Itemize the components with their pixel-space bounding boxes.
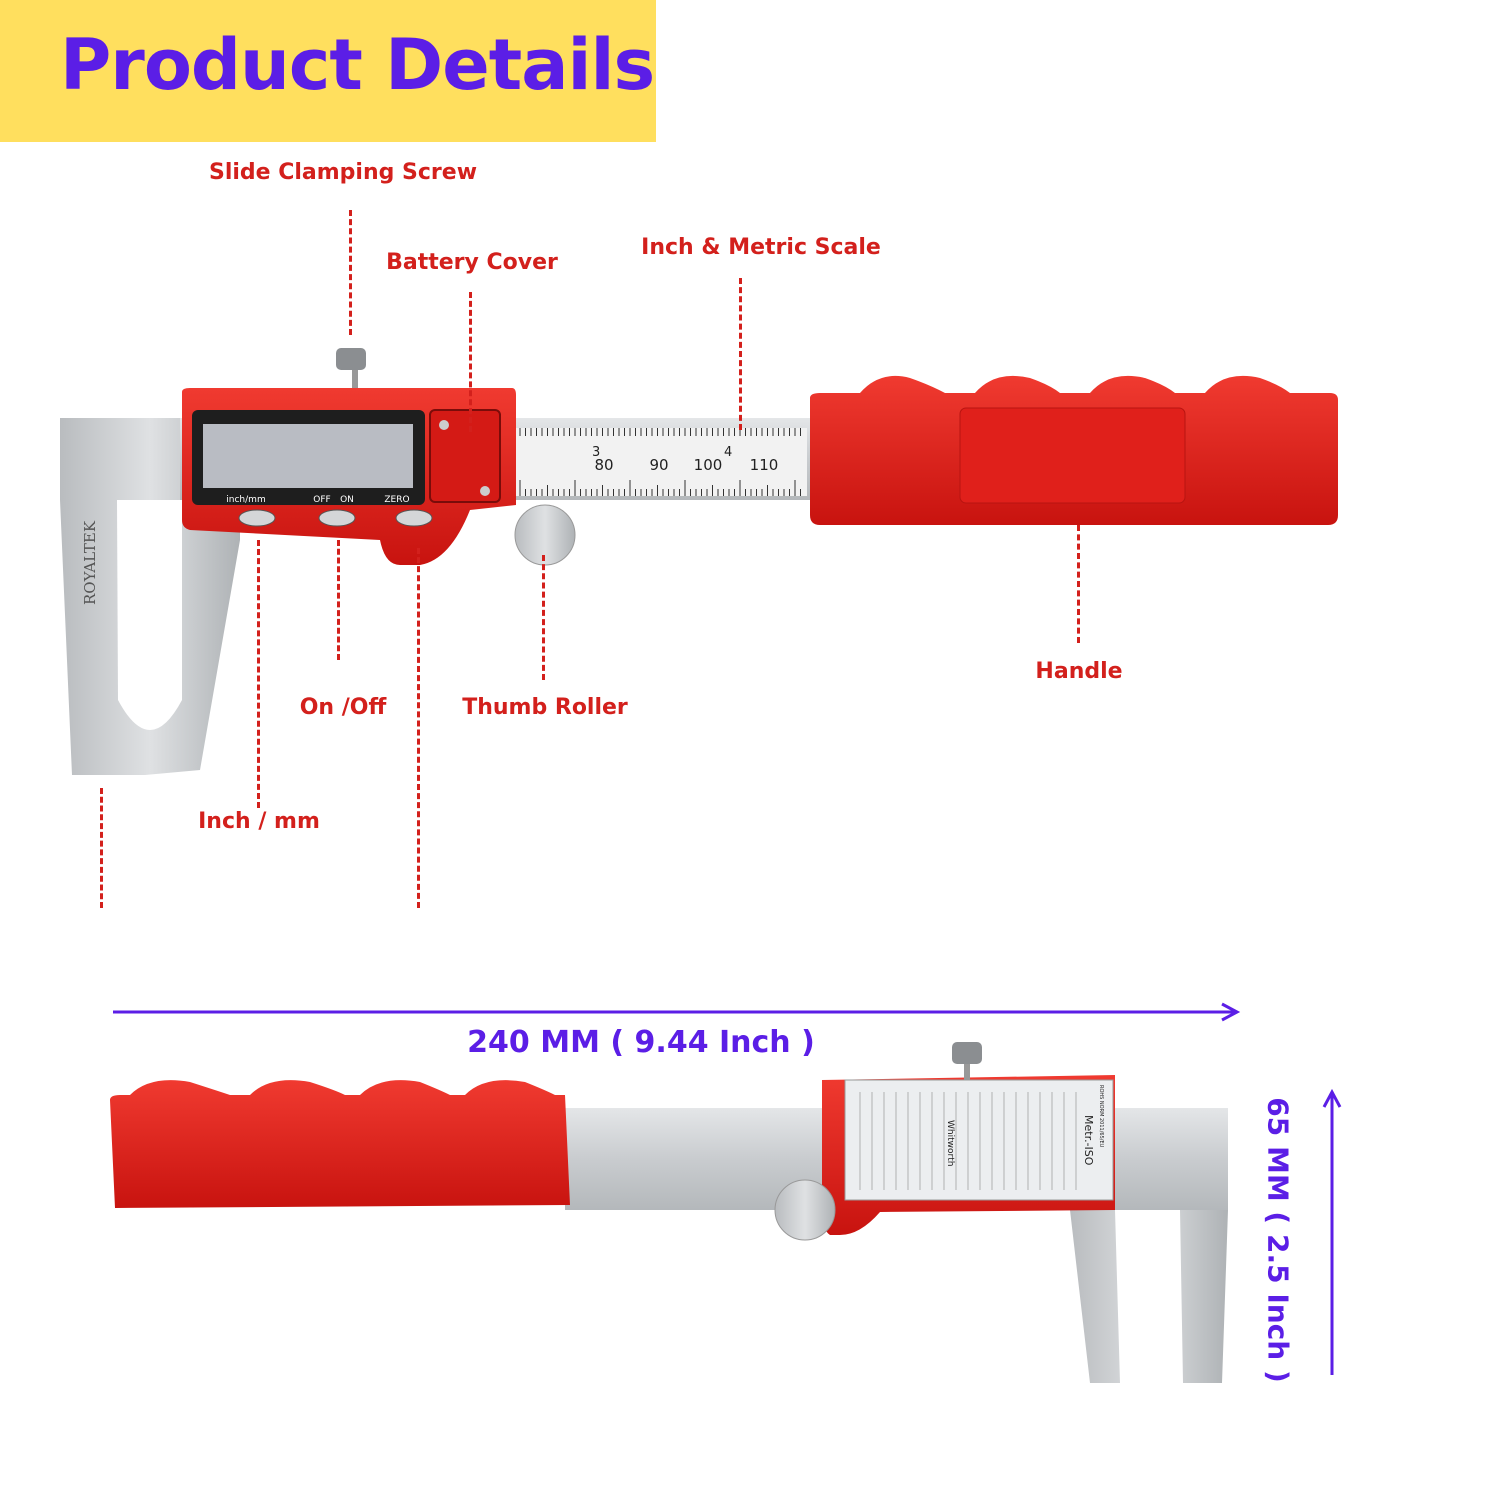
label-slide-clamping-screw: Slide Clamping Screw xyxy=(208,160,478,185)
leader-scale xyxy=(739,278,742,430)
handle xyxy=(110,1080,570,1208)
zero-button xyxy=(395,509,433,527)
scale-inch-3: 3 xyxy=(592,445,600,460)
leader-handle xyxy=(1077,525,1080,643)
battery-cover xyxy=(429,409,501,503)
scale-mm-90: 90 xyxy=(649,456,668,474)
label-inch-mm: Inch / mm xyxy=(198,809,320,834)
leader-on-off xyxy=(337,540,340,660)
brand-logo: ROYALTEK xyxy=(81,520,99,605)
title-banner: Product Details xyxy=(0,0,656,142)
scale-mm-80: 80 xyxy=(594,456,613,474)
jaw-cutout xyxy=(117,500,182,730)
label-scale: Inch & Metric Scale xyxy=(641,235,881,260)
ruler-scale: 80 90 100 110 3 4 xyxy=(515,428,807,496)
length-arrow xyxy=(113,1002,1241,1022)
leader-jaw xyxy=(100,788,103,908)
label-thumb-roller: Thumb Roller xyxy=(462,695,628,720)
label-handle: Handle xyxy=(1035,659,1123,684)
bottom-caliper: Metr.-ISO Whitworth ROHS NORM 2011/65/EU xyxy=(110,1042,1228,1383)
handle-recess xyxy=(959,407,1186,504)
label-battery-cover: Battery Cover xyxy=(386,250,558,275)
clamping-screw-icon xyxy=(336,348,366,390)
table-subheading: Whitworth xyxy=(945,1120,955,1166)
leader-clamping-screw xyxy=(349,210,352,335)
btn-label-zero: ZERO xyxy=(384,495,409,505)
length-dimension: 240 MM ( 9.44 Inch ) xyxy=(467,1025,815,1060)
btn-label-on: ON xyxy=(340,495,354,505)
table-heading: Metr.-ISO xyxy=(1082,1115,1095,1166)
scale-mm-100: 100 xyxy=(694,456,723,474)
leader-battery-cover xyxy=(469,292,472,432)
top-caliper: 80 90 100 110 3 4 inch/mm OFF ON ZERO RO… xyxy=(60,348,1338,775)
leader-zero xyxy=(417,548,420,908)
height-arrow xyxy=(1322,1088,1342,1375)
clamping-screw-icon xyxy=(952,1042,982,1064)
scale-inch-4: 4 xyxy=(724,445,732,460)
btn-label-inch-mm: inch/mm xyxy=(226,495,265,505)
leader-inch-mm xyxy=(257,540,260,808)
scale-mm-110: 110 xyxy=(750,456,779,474)
on-off-button xyxy=(318,509,356,527)
page-title: Product Details xyxy=(60,24,655,106)
leader-thumb-roller xyxy=(542,555,545,680)
lcd-screen xyxy=(203,424,413,488)
label-on-off: On /Off xyxy=(299,695,387,720)
thumb-roller xyxy=(774,1179,836,1241)
table-norm: ROHS NORM 2011/65/EU xyxy=(1098,1085,1104,1148)
thumb-roller xyxy=(514,504,576,566)
spec-plate xyxy=(844,1079,1114,1201)
jaws xyxy=(1070,1210,1228,1383)
inch-mm-button xyxy=(238,509,276,527)
btn-label-off: OFF xyxy=(313,495,330,505)
height-dimension: 65 MM ( 2.5 Inch ) xyxy=(1261,1097,1295,1383)
